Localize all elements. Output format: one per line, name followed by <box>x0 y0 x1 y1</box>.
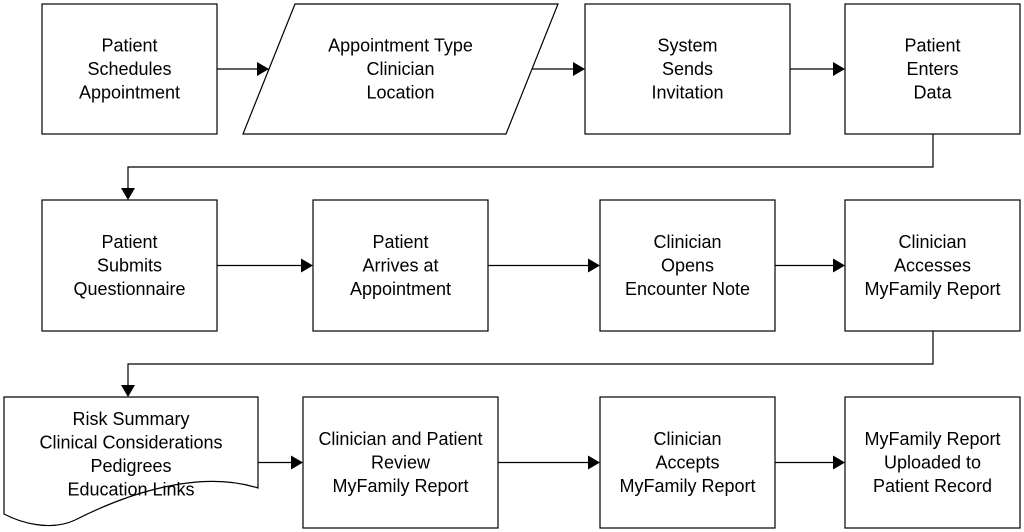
node-label-line: Clinician <box>366 59 434 79</box>
document-shape <box>3 396 259 527</box>
edge-risk-summary-document-to-clinician-and-patient-review <box>258 455 303 470</box>
process-box <box>599 396 776 529</box>
node-label-line: Pedigrees <box>90 456 171 476</box>
process-box <box>312 199 489 332</box>
node-label-line: MyFamily Report <box>864 279 1000 299</box>
node-label-line: Location <box>366 83 434 103</box>
edge-system-sends-invitation-to-patient-enters-data <box>790 62 845 76</box>
arrowhead <box>573 62 585 76</box>
node-label-line: Questionnaire <box>73 279 185 299</box>
edge-appointment-type-clinician-location-to-system-sends-invitation <box>532 62 585 76</box>
connector-line <box>127 134 934 188</box>
node-label-line: Patient <box>101 36 157 56</box>
arrowhead <box>121 385 135 397</box>
node-label-line: Accesses <box>894 256 971 276</box>
process-box <box>844 199 1021 332</box>
node-label-line: Risk Summary <box>72 409 189 429</box>
node-label-line: Invitation <box>651 83 723 103</box>
node-label-line: Uploaded to <box>884 453 981 473</box>
process-box <box>844 3 1021 135</box>
data-parallelogram <box>242 3 559 135</box>
node-label-line: Appointment Type <box>328 36 473 56</box>
node-label-line: Appointment <box>350 279 451 299</box>
node-label-line: Submits <box>97 256 162 276</box>
arrowhead <box>833 455 845 470</box>
node-label-line: Clinician <box>653 232 721 252</box>
node-label-line: Review <box>371 453 431 473</box>
node-label-line: Patient Record <box>873 476 992 496</box>
node-label-line: Accepts <box>655 453 719 473</box>
node-label-line: System <box>657 36 717 56</box>
node-label-line: Education Links <box>67 479 194 499</box>
edge-patient-submits-questionnaire-to-patient-arrives-at-appointment <box>217 258 313 273</box>
arrowhead <box>121 188 135 200</box>
process-box <box>41 3 218 135</box>
node-label-line: Schedules <box>87 59 171 79</box>
edge-patient-enters-data-to-patient-submits-questionnaire <box>121 134 934 200</box>
node-label-line: Clinician and Patient <box>318 429 482 449</box>
edge-clinician-accesses-myfamily-report-to-risk-summary-document <box>121 331 934 397</box>
node-label-line: Appointment <box>79 83 180 103</box>
node-label-line: Patient <box>372 232 428 252</box>
node-label-line: Encounter Note <box>625 279 750 299</box>
node-label-line: Opens <box>661 256 714 276</box>
node-label-line: Data <box>913 83 952 103</box>
arrowhead <box>833 258 845 273</box>
arrowhead <box>301 258 313 273</box>
node-label-line: Enters <box>906 59 958 79</box>
edge-clinician-and-patient-review-to-clinician-accepts-myfamily-report <box>498 455 600 470</box>
arrowhead <box>588 455 600 470</box>
connectors <box>121 62 934 470</box>
node-label-line: Sends <box>662 59 713 79</box>
node-label-line: Clinician <box>898 232 966 252</box>
node-label-line: Clinician <box>653 429 721 449</box>
node-label-line: MyFamily Report <box>619 476 755 496</box>
process-box <box>584 3 791 135</box>
process-box <box>41 199 218 332</box>
node-label-line: MyFamily Report <box>864 429 1000 449</box>
edge-clinician-accepts-myfamily-report-to-myfamily-report-uploaded <box>775 455 845 470</box>
arrowhead <box>291 455 303 470</box>
edge-clinician-opens-encounter-note-to-clinician-accesses-myfamily-report <box>775 258 845 273</box>
connector-line <box>127 331 934 385</box>
node-label-line: Patient <box>101 232 157 252</box>
edge-patient-arrives-at-appointment-to-clinician-opens-encounter-note <box>488 258 600 273</box>
arrowhead <box>833 62 845 76</box>
node-label-line: Clinical Considerations <box>39 432 222 452</box>
process-box <box>844 396 1021 529</box>
process-box <box>599 199 776 332</box>
node-label-line: Patient <box>904 36 960 56</box>
edge-patient-schedules-appointment-to-appointment-type-clinician-location <box>217 62 269 76</box>
node-label-line: Arrives at <box>362 256 438 276</box>
node-label-line: MyFamily Report <box>332 476 468 496</box>
arrowhead <box>257 62 269 76</box>
process-box <box>302 396 499 529</box>
arrowhead <box>588 258 600 273</box>
